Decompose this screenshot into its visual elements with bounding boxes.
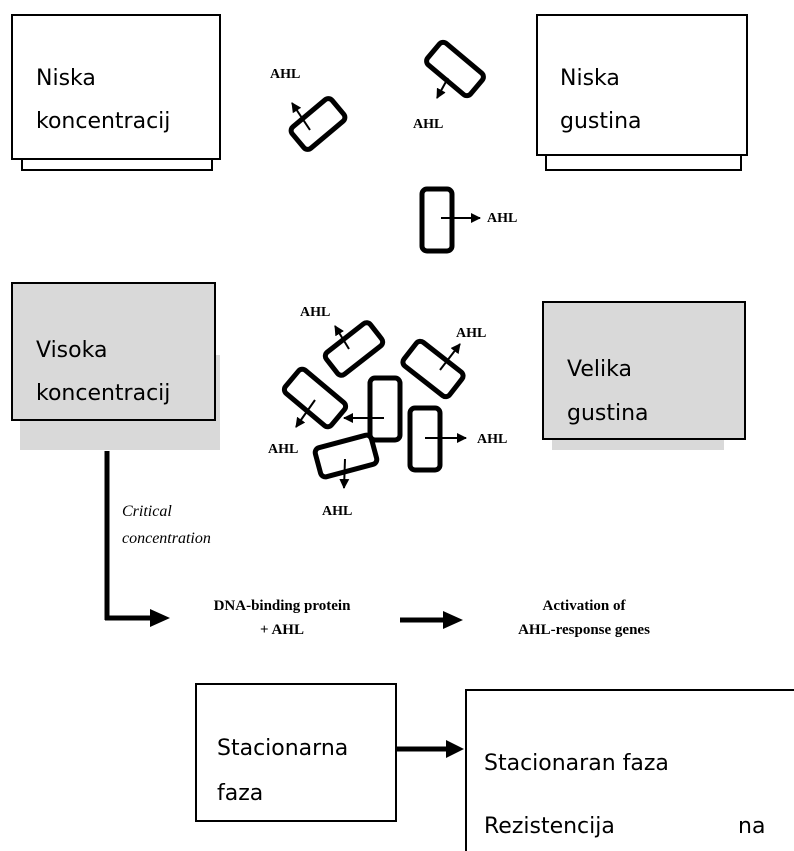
activation-label-line2: AHL-response genes [518, 622, 650, 638]
box-frame [195, 683, 397, 822]
bacterium-cell [400, 338, 466, 400]
ahl-label: AHL [413, 117, 443, 132]
ahl-label: AHL [268, 442, 298, 457]
activation-label-line1: Activation of [543, 598, 627, 614]
arrow-to-activation [400, 611, 463, 629]
bacterium-cell [424, 39, 486, 99]
critical-concentration-line1: Critical [122, 503, 172, 520]
low-concentration-box: Niska koncentracij [11, 14, 221, 171]
high-concentration-line1: Visoka [36, 338, 107, 363]
low-density-line2: gustina [560, 109, 642, 134]
bacterium-cell [407, 405, 467, 473]
stationary-phase-line1: Stacionarna [217, 736, 348, 761]
ahl-label: AHL [270, 67, 300, 82]
ahl-label: AHL [456, 326, 486, 341]
box-frame [11, 14, 221, 160]
low-density-box: Niska gustina [536, 14, 748, 171]
protein-label-line1: DNA-binding protein [214, 598, 351, 614]
box-frame [465, 689, 794, 851]
arrow-to-result [397, 740, 464, 758]
bacterium-cell [281, 366, 349, 430]
box-frame [542, 301, 746, 440]
protein-label-line2: + AHL [260, 622, 304, 638]
ahl-label: AHL [322, 504, 352, 519]
stationary-phase-box: Stacionarna faza [195, 683, 397, 822]
bacterium-cell [288, 96, 348, 152]
result-line2-word2: na [738, 814, 765, 839]
low-concentration-line2: koncentracij [36, 109, 170, 134]
critical-concentration-line2: concentration [122, 530, 211, 547]
bacterium-cell [322, 320, 386, 378]
high-density-box: Velika gustina [542, 301, 746, 450]
pathway-connector [104, 451, 170, 627]
high-concentration-line2: koncentracij [36, 381, 170, 406]
bacterium-cell [419, 186, 481, 254]
low-density-line1: Niska [560, 66, 620, 91]
high-density-line1: Velika [567, 357, 632, 382]
bacterium-cell [343, 375, 403, 443]
result-box: Stacionaran faza Rezistencija na [465, 689, 794, 851]
ahl-label: AHL [300, 305, 330, 320]
result-line1: Stacionaran faza [484, 751, 669, 776]
stationary-phase-line2: faza [217, 781, 263, 806]
bacterium-cell [312, 432, 380, 489]
result-line2-word1: Rezistencija [484, 814, 615, 839]
high-density-line2: gustina [567, 401, 649, 426]
ahl-label: AHL [477, 432, 507, 447]
box-frame [11, 282, 216, 421]
box-frame [536, 14, 748, 156]
low-concentration-line1: Niska [36, 66, 96, 91]
high-concentration-box: Visoka koncentracij [11, 282, 220, 450]
ahl-label: AHL [487, 211, 517, 226]
